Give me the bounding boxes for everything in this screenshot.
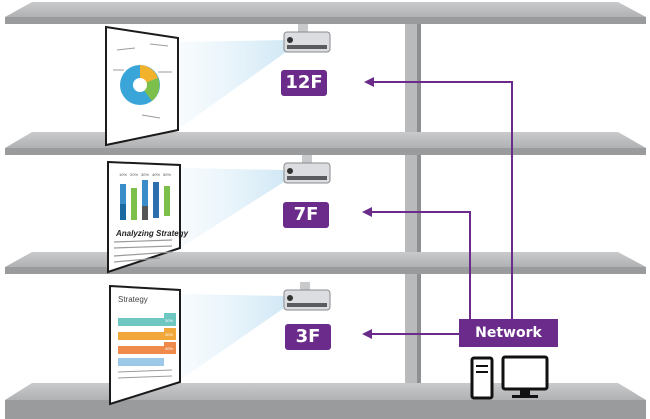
projection-beam — [180, 168, 284, 248]
floor-slab-roof — [5, 2, 646, 24]
floor-slab-7f — [5, 252, 646, 274]
projector-icon — [283, 155, 331, 184]
screen-column-header: 50% — [163, 172, 171, 177]
desktop-computer-icon — [470, 355, 549, 400]
floor-label-3f: 3F — [285, 324, 331, 350]
projection-screen-12f — [105, 25, 179, 147]
screen-badge: 30% — [165, 332, 173, 337]
floor-label-12f: 12F — [281, 70, 327, 96]
floor-label-7f: 7F — [283, 202, 329, 228]
projection-screen-7f: Analyzing Strategy — [107, 160, 189, 274]
projector-icon — [283, 282, 331, 311]
floor-slab-12f — [5, 132, 646, 155]
arrow-to-12f — [364, 77, 513, 319]
projection-screen-3f: Strategy — [109, 284, 181, 406]
screen-column-header: 10% — [119, 172, 127, 177]
screen-badge: 30% — [165, 318, 173, 323]
screen-column-header: 20% — [130, 172, 138, 177]
projector-icon — [283, 24, 331, 53]
screen-column-header: 30% — [141, 172, 149, 177]
screen-column-header: 40% — [152, 172, 160, 177]
bar-chart-mini — [120, 180, 170, 220]
network-label: Network — [459, 319, 558, 347]
screen-title: Strategy — [118, 295, 148, 304]
projection-beam — [180, 40, 286, 128]
projection-beam — [180, 294, 284, 380]
network-arrows — [362, 77, 513, 339]
screen-badge: 40% — [165, 346, 173, 351]
screen-title: Analyzing Strategy — [115, 229, 189, 238]
floor-slab-3f — [5, 383, 646, 419]
arrow-to-7f — [362, 207, 471, 319]
